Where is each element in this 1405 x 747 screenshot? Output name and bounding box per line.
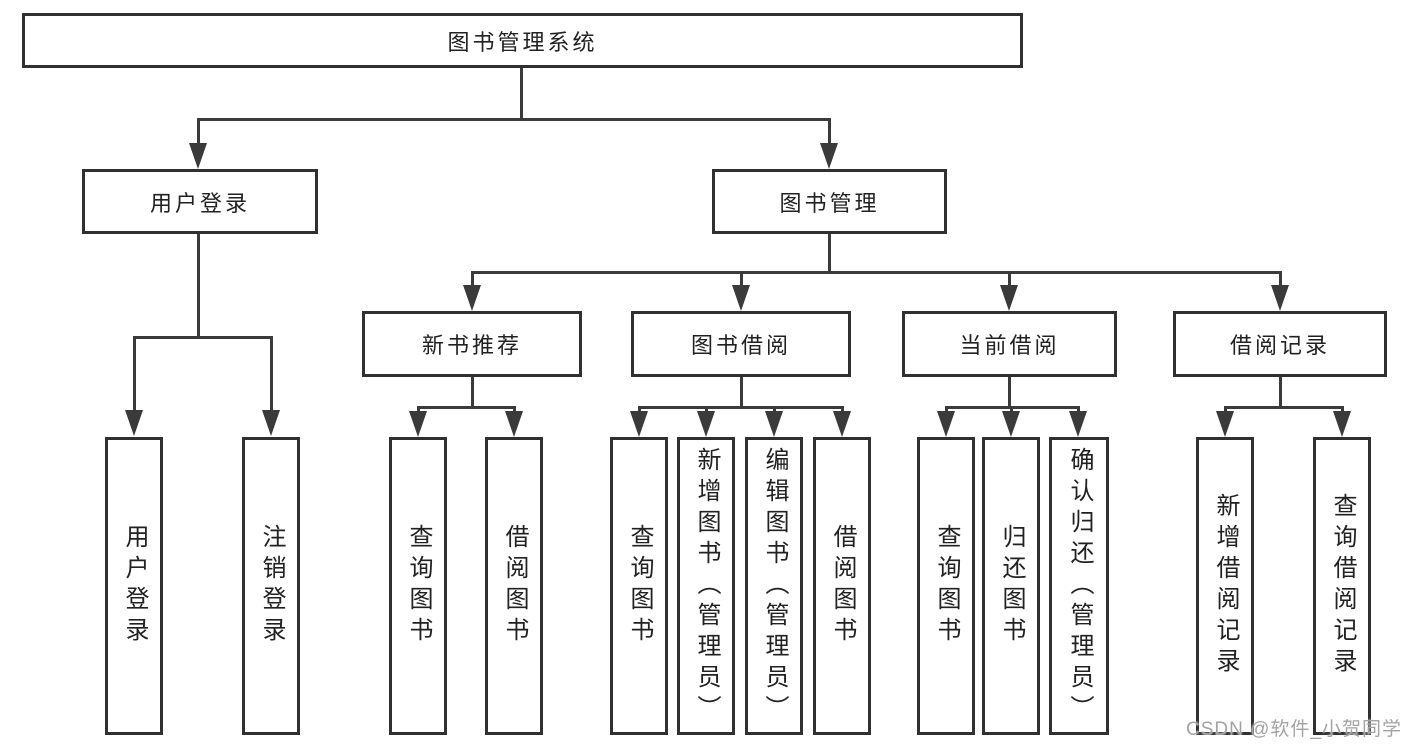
leaf-label: 确认归还（管理员）: [1066, 446, 1093, 726]
leaf-logout: 注销登录: [242, 437, 300, 735]
leaf-add-borrow-record: 新增借阅记录: [1196, 437, 1254, 735]
leaf-label: 借阅图书: [501, 524, 528, 648]
node-label: 图书管理: [779, 190, 880, 216]
connector-line: [471, 271, 1281, 274]
arrow-down-icon: [1069, 411, 1087, 437]
leaf-borrow-books-recommend: 借阅图书: [485, 437, 543, 735]
connector-line: [417, 406, 516, 409]
leaf-label: 注销登录: [258, 524, 285, 648]
connector-line: [270, 336, 273, 412]
node-book-management: 图书管理: [712, 169, 947, 234]
node-label: 借阅记录: [1229, 333, 1330, 358]
leaf-label: 查询借阅记录: [1329, 493, 1356, 679]
leaf-query-books-borrowing: 查询图书: [610, 437, 668, 735]
arrow-down-icon: [697, 411, 715, 437]
arrow-down-icon: [820, 143, 838, 169]
leaf-borrow-books-borrowing: 借阅图书: [813, 437, 871, 735]
connector-line: [638, 406, 844, 409]
leaf-query-books-recommend: 查询图书: [389, 437, 447, 735]
node-label: 新书推荐: [421, 333, 522, 358]
arrow-down-icon: [765, 411, 783, 437]
arrow-down-icon: [937, 411, 955, 437]
leaf-query-books-current: 查询图书: [917, 437, 975, 735]
connector-line: [471, 271, 474, 287]
connector-line: [1279, 377, 1282, 406]
leaf-query-borrow-record: 查询借阅记录: [1313, 437, 1371, 735]
arrow-down-icon: [409, 411, 427, 437]
arrow-down-icon: [1216, 411, 1234, 437]
leaf-confirm-return-admin: 确认归还（管理员）: [1049, 437, 1109, 735]
arrow-down-icon: [1002, 411, 1020, 437]
connector-line: [520, 68, 523, 118]
node-label: 当前借阅: [959, 333, 1060, 358]
arrow-down-icon: [1333, 411, 1351, 437]
connector-line: [197, 118, 200, 145]
connector-line: [740, 271, 743, 287]
arrow-down-icon: [732, 285, 750, 311]
node-book-borrowing: 图书借阅: [631, 311, 851, 377]
node-library-management-system: 图书管理系统: [22, 13, 1023, 68]
leaf-label: 用户登录: [121, 524, 148, 648]
node-label: 图书借阅: [690, 333, 791, 358]
connector-line: [197, 118, 831, 121]
arrow-down-icon: [630, 411, 648, 437]
leaf-label: 新增借阅记录: [1212, 493, 1239, 679]
leaf-label: 查询图书: [626, 524, 653, 648]
node-label: 图书管理系统: [447, 29, 598, 55]
leaf-label: 编辑图书（管理员）: [761, 446, 788, 726]
arrow-down-icon: [1271, 285, 1289, 311]
leaf-label: 归还图书: [998, 524, 1025, 648]
connector-line: [1008, 377, 1011, 406]
arrow-down-icon: [189, 143, 207, 169]
leaf-return-books: 归还图书: [982, 437, 1040, 735]
connector-line: [740, 377, 743, 406]
leaf-label: 新增图书（管理员）: [693, 446, 720, 726]
connector-line: [197, 234, 200, 336]
connector-line: [133, 336, 136, 412]
connector-line: [828, 234, 831, 271]
arrow-down-icon: [505, 411, 523, 437]
watermark: CSDN @软件_小贺同学: [1186, 719, 1402, 740]
leaf-label: 借阅图书: [829, 524, 856, 648]
connector-line: [1224, 406, 1344, 409]
arrow-down-icon: [833, 411, 851, 437]
arrow-down-icon: [1000, 285, 1018, 311]
leaf-label: 查询图书: [933, 524, 960, 648]
connector-line: [471, 377, 474, 406]
connector-line: [133, 336, 273, 339]
node-new-book-recommendation: 新书推荐: [362, 311, 582, 377]
arrow-down-icon: [262, 410, 280, 436]
arrow-down-icon: [463, 285, 481, 311]
leaf-edit-book-admin: 编辑图书（管理员）: [745, 437, 803, 735]
connector-line: [1008, 271, 1011, 287]
node-current-borrowing: 当前借阅: [902, 311, 1117, 377]
node-borrowing-records: 借阅记录: [1173, 311, 1387, 377]
leaf-label: 查询图书: [405, 524, 432, 648]
connector-line: [1279, 271, 1282, 287]
leaf-user-login: 用户登录: [105, 437, 163, 735]
node-label: 用户登录: [149, 190, 250, 216]
leaf-add-book-admin: 新增图书（管理员）: [677, 437, 735, 735]
arrow-down-icon: [125, 410, 143, 436]
node-user-login: 用户登录: [82, 169, 318, 234]
connector-line: [828, 118, 831, 145]
